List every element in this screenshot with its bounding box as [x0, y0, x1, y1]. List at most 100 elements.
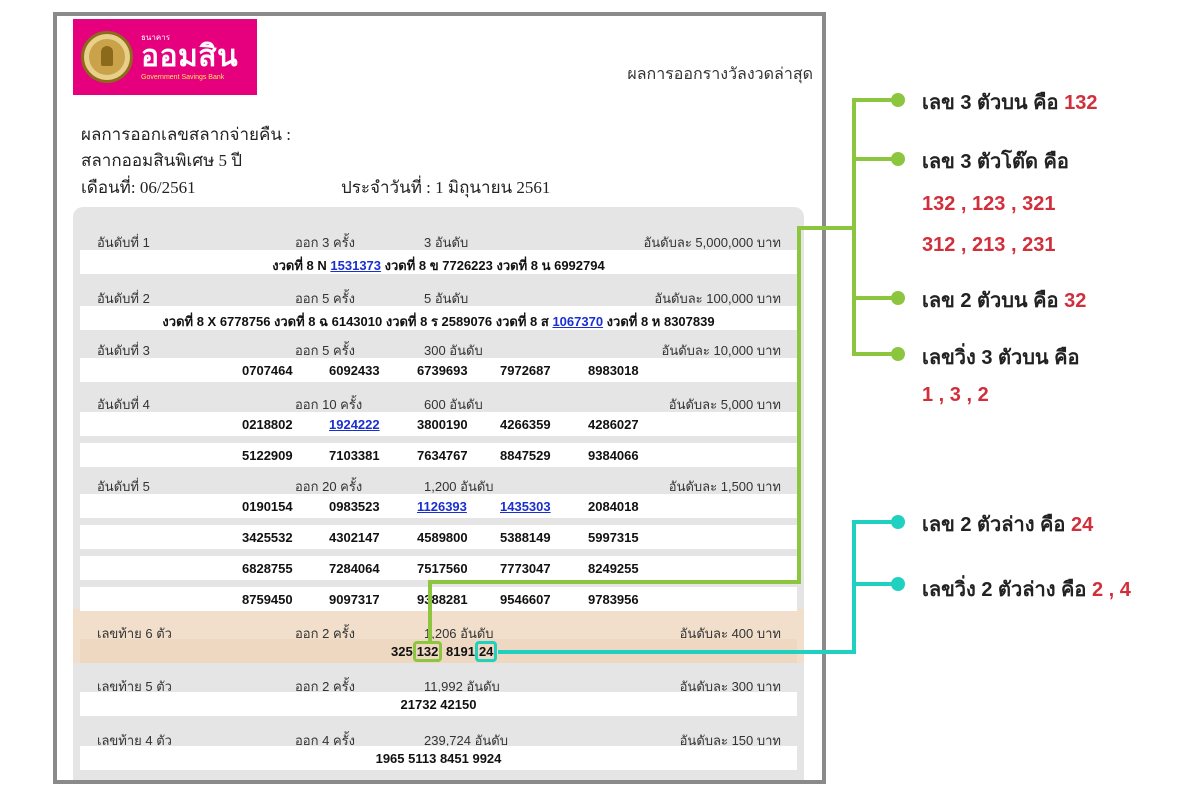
winning-number: 7284064	[329, 561, 380, 576]
gsb-seal-icon	[81, 31, 133, 83]
winning-number: 7103381	[329, 448, 380, 463]
winning-number: 6739693	[417, 363, 468, 378]
bullet-dot-4	[891, 347, 905, 361]
prize-rank: อันดับที่ 2	[97, 291, 150, 306]
logo-sub-text: Government Savings Bank	[141, 73, 225, 81]
winning-number: 0983523	[329, 499, 380, 514]
winning-number: 4302147	[329, 530, 380, 545]
green-connector-h	[798, 226, 856, 230]
prize-times: ออก 3 ครั้ง	[295, 235, 355, 250]
prize-rank: อันดับที่ 3	[97, 343, 150, 358]
prize-count: 3 อันดับ	[424, 235, 469, 250]
last5-numbers: 21732 42150	[400, 697, 477, 712]
prize-count: 600 อันดับ	[424, 397, 483, 412]
annotation-3-top: เลข 3 ตัวบน คือ 132	[922, 86, 1097, 118]
latest-results-title: ผลการออกรางวัลงวดล่าสุด	[627, 66, 813, 83]
prize-times: ออก 20 ครั้ง	[295, 479, 363, 494]
winning-number: 9783956	[588, 592, 639, 607]
winning-number: 0707464	[242, 363, 293, 378]
winning-number: 3800190	[417, 417, 468, 432]
prize-rank: อันดับที่ 1	[97, 235, 150, 250]
last4-count: 239,724 อันดับ	[424, 733, 508, 748]
prize-amount: อันดับละ 5,000 บาท	[668, 397, 781, 412]
prize-rank: อันดับที่ 5	[97, 479, 150, 494]
winning-number: 5122909	[242, 448, 293, 463]
annotation-run-2-bottom-values: 2 , 4	[1091, 579, 1131, 601]
winning-number: 6092433	[329, 363, 380, 378]
winning-number-link[interactable]: 1435303	[500, 499, 551, 514]
winning-number: 0190154	[242, 499, 293, 514]
winning-number: 4286027	[588, 417, 639, 432]
prize-amount: อันดับละ 10,000 บาท	[661, 343, 781, 358]
bullet-dot-5	[891, 515, 905, 529]
annotation-3-top-label: เลข 3 ตัวบน คือ	[922, 92, 1065, 114]
last6-times: ออก 2 ครั้ง	[295, 626, 355, 641]
intro-lottery-name: สลากออมสินพิเศษ 5 ปี	[81, 151, 243, 170]
prize-amount: อันดับละ 1,500 บาท	[668, 479, 781, 494]
prize-count: 300 อันดับ	[424, 343, 483, 358]
last4-numbers-row: 1965 5113 8451 9924	[80, 746, 797, 770]
prize-number-row: 0218802 1924222 3800190 4266359 4286027	[80, 412, 797, 436]
last5-amount: อันดับละ 300 บาท	[679, 679, 781, 694]
green-line-4	[852, 352, 898, 356]
winning-number: 9097317	[329, 592, 380, 607]
last4-rank: เลขท้าย 4 ตัว	[97, 733, 172, 748]
last6-num-highlight-24: 24	[474, 641, 498, 662]
prize-header-3: อันดับที่ 3 ออก 5 ครั้ง 300 อันดับ อันดับละ…	[73, 334, 804, 359]
last5-rank: เลขท้าย 5 ตัว	[97, 679, 172, 694]
winning-number: 7972687	[500, 363, 551, 378]
annotation-run-3-top-label: เลขวิ่ง 3 ตัวบน คือ	[922, 347, 1080, 369]
intro-date: ประจำวันที่ : 1 มิถุนายน 2561	[341, 178, 551, 197]
prize-times: ออก 5 ครั้ง	[295, 343, 355, 358]
green-connector-v	[797, 226, 801, 583]
prize-row: งวดที่ 8 N 1531373 งวดที่ 8 ข 7726223 งว…	[80, 250, 797, 274]
bullet-dot-3	[891, 291, 905, 305]
annotation-run-3-top-values: 1 , 3 , 2	[922, 384, 989, 406]
last5-numbers-row: 21732 42150	[80, 692, 797, 716]
winning-number: 7773047	[500, 561, 551, 576]
annotation-3-top-value: 132	[1064, 92, 1098, 114]
last6-rank: เลขท้าย 6 ตัว	[97, 626, 172, 641]
winning-number: 5997315	[588, 530, 639, 545]
winning-number: 7517560	[417, 561, 468, 576]
winning-number: 9388281	[417, 592, 468, 607]
winning-number: 8983018	[588, 363, 639, 378]
prize-rank: อันดับที่ 4	[97, 397, 150, 412]
bullet-dot-2	[891, 152, 905, 166]
logo-small-text: ธนาคาร	[141, 32, 170, 42]
prize-row: งวดที่ 8 X 6778756 งวดที่ 8 ฉ 6143010 งว…	[80, 306, 797, 330]
winning-number: 7634767	[417, 448, 468, 463]
winning-number: 8249255	[588, 561, 639, 576]
annotation-run-2-bottom-label: เลขวิ่ง 2 ตัวล่าง คือ	[922, 579, 1092, 601]
prize-count: 5 อันดับ	[424, 291, 469, 306]
annotation-2-top-value: 32	[1064, 290, 1087, 312]
last5-times: ออก 2 ครั้ง	[295, 679, 355, 694]
annotation-run-2-bottom: เลขวิ่ง 2 ตัวล่าง คือ 2 , 4	[922, 573, 1131, 605]
last4-amount: อันดับละ 150 บาท	[679, 733, 781, 748]
last4-times: ออก 4 ครั้ง	[295, 733, 355, 748]
winning-number-link[interactable]: 1126393	[417, 499, 467, 514]
winning-number: 0218802	[242, 417, 293, 432]
intro-heading: ผลการออกเลขสลากจ่ายคืน :	[81, 125, 291, 144]
last4-numbers: 1965 5113 8451 9924	[375, 751, 502, 766]
row-text: งวดที่ 8 N	[272, 258, 331, 273]
annotation-2-bottom-value: 24	[1070, 514, 1094, 536]
bullet-dot-6	[891, 577, 905, 591]
teal-line-1	[852, 520, 898, 524]
winning-number-link[interactable]: 1924222	[329, 417, 380, 432]
last5-header: เลขท้าย 5 ตัว ออก 2 ครั้ง 11,992 อันดับ …	[73, 670, 804, 695]
annotation-2-top: เลข 2 ตัวบน คือ 32	[922, 284, 1086, 316]
winning-number-link[interactable]: 1067370	[552, 314, 604, 329]
prize-number-row: 0707464 6092433 6739693 7972687 8983018	[80, 358, 797, 382]
winning-number: 4266359	[500, 417, 551, 432]
winning-number-link[interactable]: 1531373	[330, 258, 382, 273]
row-text: งวดที่ 8 ห 8307839	[603, 314, 715, 329]
green-connector-down	[428, 580, 432, 642]
